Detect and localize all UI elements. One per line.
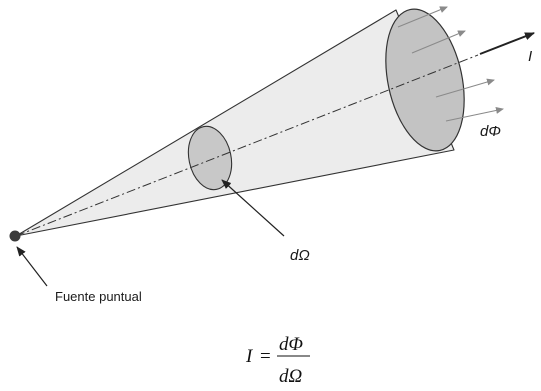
cone-axis: [15, 54, 479, 237]
equation-lhs: I: [245, 346, 254, 367]
flux-ray: [435, 78, 495, 98]
source-pointer: [16, 246, 48, 287]
flux-rays: [397, 6, 504, 122]
cone-end-surface: [385, 8, 465, 152]
point-source-dot: [9, 230, 21, 242]
solid-angle-pointer: [221, 179, 285, 237]
intensity-equation: I = dΦ dΩ: [245, 334, 310, 387]
intensity-arrow: [479, 32, 535, 55]
flux-ray: [397, 6, 448, 28]
flux-label: dΦ: [480, 123, 501, 140]
equation-equals: =: [260, 346, 271, 367]
equation-numerator: dΦ: [279, 334, 303, 355]
point-source-label: Fuente puntual: [55, 289, 142, 304]
flux-ray: [411, 30, 466, 54]
solid-angle-section: [187, 125, 233, 191]
equation-denominator: dΩ: [279, 366, 303, 387]
flux-ray: [445, 107, 504, 122]
solid-angle-label: dΩ: [290, 247, 310, 264]
intensity-label: I: [528, 48, 532, 65]
